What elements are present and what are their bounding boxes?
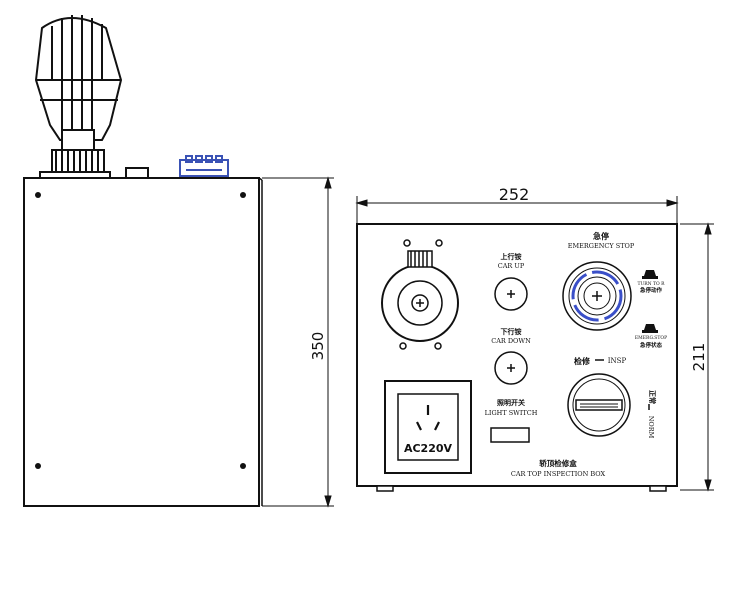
panel-foot <box>649 485 667 492</box>
light-switch-label-en: LIGHT SWITCH <box>485 409 538 417</box>
light-switch-label-cn: 照明开关 <box>497 398 525 407</box>
beacon-front-icon <box>381 239 459 350</box>
dimension-height-side <box>262 176 334 508</box>
inspection-selector-switch[interactable] <box>567 373 631 437</box>
plus-icon <box>507 364 515 372</box>
inspection-label-en: INSP <box>608 357 627 365</box>
screw <box>240 192 246 198</box>
stop-hint-2: 急停动作 <box>640 286 663 294</box>
dimension-height-front <box>680 222 714 492</box>
beacon-lamp-icon <box>34 15 123 179</box>
screw <box>35 192 41 198</box>
side-view: 350 <box>23 15 334 508</box>
box-title-cn: 轿顶检修盒 <box>539 458 577 468</box>
panel-foot <box>376 485 394 492</box>
car-down-label-cn: 下行铵 <box>501 327 522 336</box>
front-width-label: 252 <box>499 185 530 204</box>
normal-label-cn: 正常 <box>648 390 657 404</box>
car-down-button[interactable] <box>494 351 528 385</box>
inspection-label-cn: 检修 <box>574 356 591 366</box>
front-height-label: 211 <box>690 343 708 372</box>
plus-icon <box>507 290 515 298</box>
emergency-label-en: EMERGENCY STOP <box>568 242 635 250</box>
stop-hint-3: EMERG.STOP <box>635 335 667 341</box>
cable-connector <box>179 155 229 177</box>
stop-hint-1: TURN TO R <box>637 281 665 287</box>
side-box-body <box>23 177 260 507</box>
socket-icon <box>416 405 440 431</box>
front-view: 252 211 <box>355 185 714 492</box>
emergency-label-cn: 急停 <box>593 231 609 241</box>
side-height-label: 350 <box>309 332 327 361</box>
stop-hint-4: 急停状态 <box>640 341 663 349</box>
emergency-stop-button[interactable] <box>562 261 632 331</box>
car-down-label-en: CAR DOWN <box>491 337 531 345</box>
warning-lamp-icon <box>642 324 658 333</box>
car-up-label-cn: 上行铵 <box>501 252 522 261</box>
power-socket <box>384 380 472 474</box>
box-title-en: CAR TOP INSPECTION BOX <box>511 470 606 478</box>
warning-lamp-icon <box>642 270 658 279</box>
car-up-label-en: CAR UP <box>498 262 525 270</box>
normal-label-en: NORM <box>647 416 655 439</box>
dimension-width-front <box>355 196 679 224</box>
screw <box>240 463 246 469</box>
light-switch[interactable] <box>490 427 530 443</box>
screw <box>35 463 41 469</box>
plus-icon <box>592 291 602 301</box>
socket-label: AC220V <box>404 442 453 455</box>
car-up-button[interactable] <box>494 277 528 311</box>
top-knob <box>125 167 149 178</box>
